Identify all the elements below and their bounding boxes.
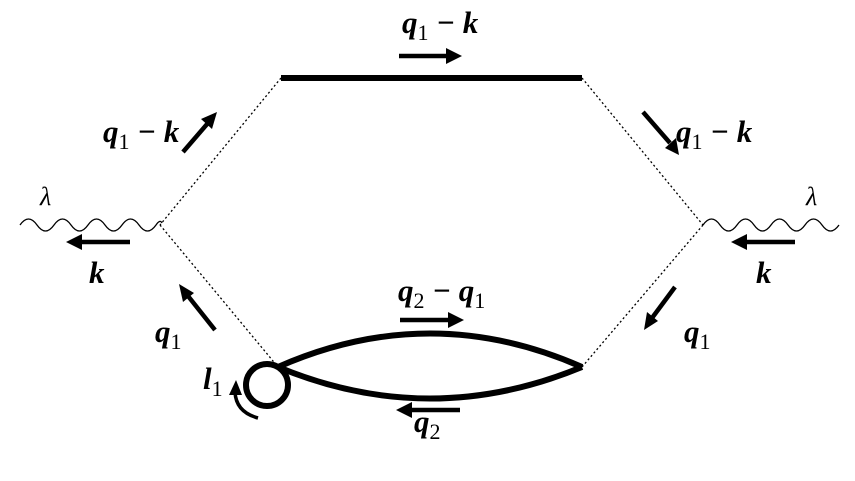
top-arrow-icon [399,48,462,64]
left-wave-label: λ [39,182,51,211]
loop-lower-label: q2 [414,404,441,444]
left-k-label: k [89,255,105,290]
left-upper-label: q1 − k [103,114,180,154]
right-wave-label: λ [805,182,817,211]
left-upper-arrow-icon [181,112,217,154]
left-k-arrow-icon [66,234,130,250]
left-lower-label: q1 [155,314,182,354]
right-k-arrow-icon [731,234,795,250]
right-upper-dotted-line [581,77,704,226]
right-lower-arrow-icon [644,285,677,330]
loop-lower-arrow-icon [396,402,460,418]
loop-upper-arrow-icon [400,312,464,328]
left-wavy-line [19,218,163,232]
loop-upper-arc [276,330,584,370]
left-lower-dotted-line [159,224,279,368]
left-lower-arrow-icon [179,284,217,332]
right-lower-label: q1 [684,314,711,354]
right-upper-label: q1 − k [676,114,753,154]
left-upper-dotted-line [159,77,282,226]
top-line-label: q1 − k [402,5,479,45]
right-upper-arrow-icon [641,110,679,155]
right-wavy-line [702,218,840,232]
tadpole-label: l1 [203,361,223,401]
tadpole-curved-arrow-icon [229,380,259,420]
loop-upper-label: q2 − q1 [398,273,485,313]
tadpole-circle [243,361,291,409]
loop-lower-arc [276,364,584,402]
right-k-label: k [756,255,772,290]
